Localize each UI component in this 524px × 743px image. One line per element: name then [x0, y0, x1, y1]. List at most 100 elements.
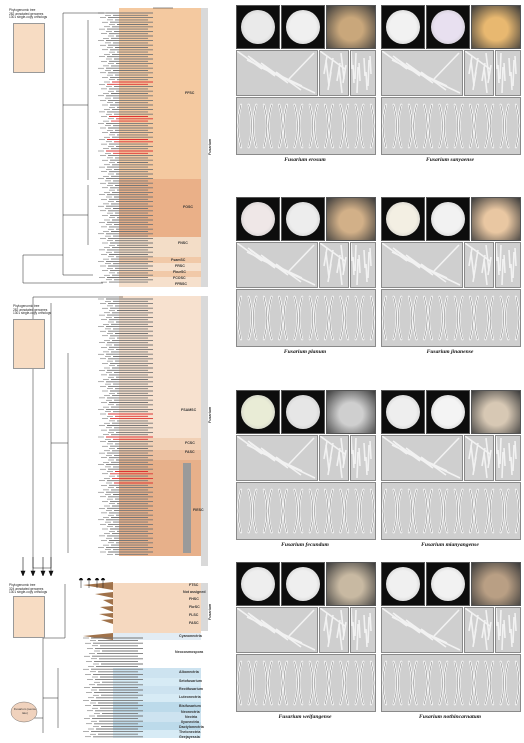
- hypha: [392, 247, 419, 267]
- micrograph-microconidia: [495, 242, 521, 288]
- hyphae-illustration: [382, 608, 461, 651]
- species-plate-fecundum: Fusarium fecundum: [236, 390, 376, 570]
- hypha: [288, 52, 315, 80]
- hypha: [382, 51, 408, 70]
- macroconidium-outline: [505, 296, 509, 340]
- micrograph-hyphae: [236, 607, 318, 653]
- micrograph-conidiophore: [319, 242, 349, 288]
- micrograph-hyphae: [381, 242, 463, 288]
- tree-thumbnail-inset: [13, 319, 45, 369]
- macroconidium-outline: [370, 489, 375, 533]
- hypha: [382, 436, 408, 455]
- hypha: [499, 437, 502, 465]
- macroconidium-outline: [428, 296, 433, 340]
- hypha: [512, 251, 515, 279]
- clade-label: Cyanonectria: [179, 634, 202, 638]
- macroconidium-outline: [408, 661, 413, 705]
- species-caption: Fusarium fecundum: [281, 542, 329, 548]
- conidia-illustration: [382, 488, 520, 534]
- hypha: [510, 263, 513, 283]
- macroconidium-outline: [505, 489, 509, 533]
- macroconidium-outline: [294, 296, 298, 340]
- macroconidium-outline: [237, 296, 242, 340]
- petri-dish: [241, 10, 275, 44]
- species-plate-planum: Fusarium planum: [236, 197, 376, 377]
- hypha: [497, 621, 500, 641]
- hypha: [508, 57, 511, 77]
- macroconidium-outline: [500, 489, 504, 533]
- hypha: [472, 628, 477, 648]
- hypha: [354, 244, 357, 272]
- micrograph-microconidia: [495, 50, 521, 96]
- hypha: [485, 437, 490, 465]
- hypha: [468, 440, 473, 460]
- species-caption: Fusarium mianyangense: [421, 542, 479, 548]
- fusarium-sensu-lato-label: Fusarium (sensu lato): [13, 707, 37, 715]
- colony-closeup-photo: [471, 562, 521, 606]
- hypha: [468, 55, 473, 75]
- macroconidium-outline: [459, 661, 463, 705]
- macroconidium-outline: [298, 104, 303, 148]
- clade-label: FFSC: [185, 91, 195, 95]
- hypha: [340, 609, 345, 637]
- micrograph-hyphae: [381, 435, 463, 481]
- species-plate-jinanense: Fusarium jinanense: [381, 197, 521, 377]
- petri-dish: [431, 395, 465, 429]
- macroconidium-outline: [398, 661, 402, 705]
- micrograph-macroconidia: [381, 97, 521, 155]
- hypha: [342, 256, 347, 276]
- hypha: [392, 440, 419, 460]
- petri-dish: [386, 567, 420, 601]
- clade-label: FIESC: [193, 508, 204, 512]
- macroconidium-outline: [370, 296, 375, 340]
- hypha: [336, 62, 341, 82]
- macroconidium-outline: [314, 661, 318, 705]
- hyphae-illustration: [351, 243, 372, 286]
- hyphae-illustration: [237, 51, 316, 94]
- petri-dish: [386, 10, 420, 44]
- macroconidium-outline: [237, 104, 242, 148]
- hypha: [481, 254, 486, 274]
- macroconidium-outline: [344, 489, 349, 533]
- hyphae-illustration: [237, 436, 316, 479]
- hypha: [499, 52, 502, 80]
- macroconidium-outline: [408, 296, 413, 340]
- clade-label: FOSC: [183, 205, 193, 209]
- hyphae-illustration: [351, 51, 372, 94]
- macroconidium-outline: [268, 104, 272, 148]
- colony-closeup-photo: [471, 5, 521, 49]
- macroconidium-outline: [459, 296, 463, 340]
- clade-label: FCOSC: [173, 276, 186, 280]
- petri-dish: [241, 395, 275, 429]
- phylogenetic-tree-panel-3: Phylogenomic tree 324 annotated genomes …: [3, 578, 212, 740]
- hypha: [340, 52, 345, 80]
- macroconidium-outline: [268, 661, 272, 705]
- petri-dish: [241, 567, 275, 601]
- tree-header: Phylogenomic tree 282 annotated genomes …: [13, 304, 52, 316]
- petri-dish: [286, 567, 320, 601]
- hypha: [468, 612, 473, 632]
- macroconidium-outline: [248, 104, 252, 148]
- hypha: [369, 55, 372, 75]
- micrograph-conidiophore: [319, 50, 349, 96]
- hypha: [481, 447, 486, 467]
- macroconidium-outline: [382, 296, 387, 340]
- macroconidium-outline: [515, 489, 520, 533]
- macroconidium-outline: [515, 661, 520, 705]
- macroconidium-outline: [283, 296, 288, 340]
- conidia-illustration: [382, 103, 520, 149]
- micrograph-conidiophore: [319, 435, 349, 481]
- macroconidium-outline: [298, 296, 303, 340]
- species-caption: Fusarium weifangense: [278, 714, 332, 720]
- species-plate-sanyaense: Fusarium sanyaense: [381, 5, 521, 185]
- macroconidium-outline: [382, 661, 387, 705]
- hypha: [514, 247, 517, 267]
- tree-header: Phylogenomic tree 282 annotated genomes …: [9, 8, 48, 20]
- petri-dish: [431, 202, 465, 236]
- colony-closeup-photo: [326, 5, 376, 49]
- macroconidium-outline: [443, 104, 448, 148]
- hypha: [342, 621, 347, 641]
- hypha: [472, 71, 477, 91]
- micrograph-macroconidia: [236, 654, 376, 712]
- macroconidium-outline: [474, 661, 478, 705]
